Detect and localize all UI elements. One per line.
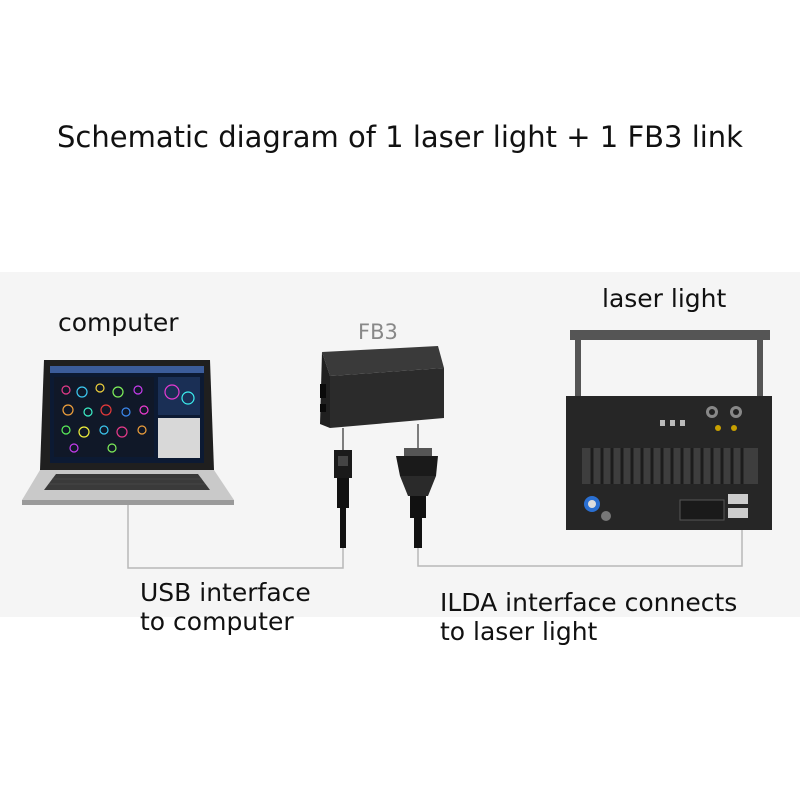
- ilda-label-line-1: ILDA interface connects: [440, 588, 738, 617]
- computer-label: computer: [58, 308, 179, 337]
- laptop-icon: [22, 360, 234, 505]
- usb-label-line-2: to computer: [140, 607, 294, 636]
- fb3-cables: [342, 424, 419, 450]
- usb-label-line-1: USB interface: [140, 578, 311, 607]
- fb3-label: FB3: [358, 320, 398, 344]
- connection-lines: [127, 502, 743, 569]
- usb-plug-icon: [334, 450, 352, 548]
- laser-light-label: laser light: [602, 284, 727, 313]
- ilda-interface-label: ILDA interface connects to laser light: [440, 588, 737, 646]
- fb3-box-icon: [320, 346, 444, 428]
- usb-interface-label: USB interface to computer: [140, 578, 311, 636]
- diagram-title: Schematic diagram of 1 laser light + 1 F…: [57, 120, 743, 154]
- usb-callout-line: [127, 502, 344, 569]
- ilda-connector-icon: [396, 448, 438, 548]
- laser-light-icon: [566, 330, 772, 530]
- ilda-callout-line: [417, 520, 743, 567]
- ilda-label-line-2: to laser light: [440, 617, 598, 646]
